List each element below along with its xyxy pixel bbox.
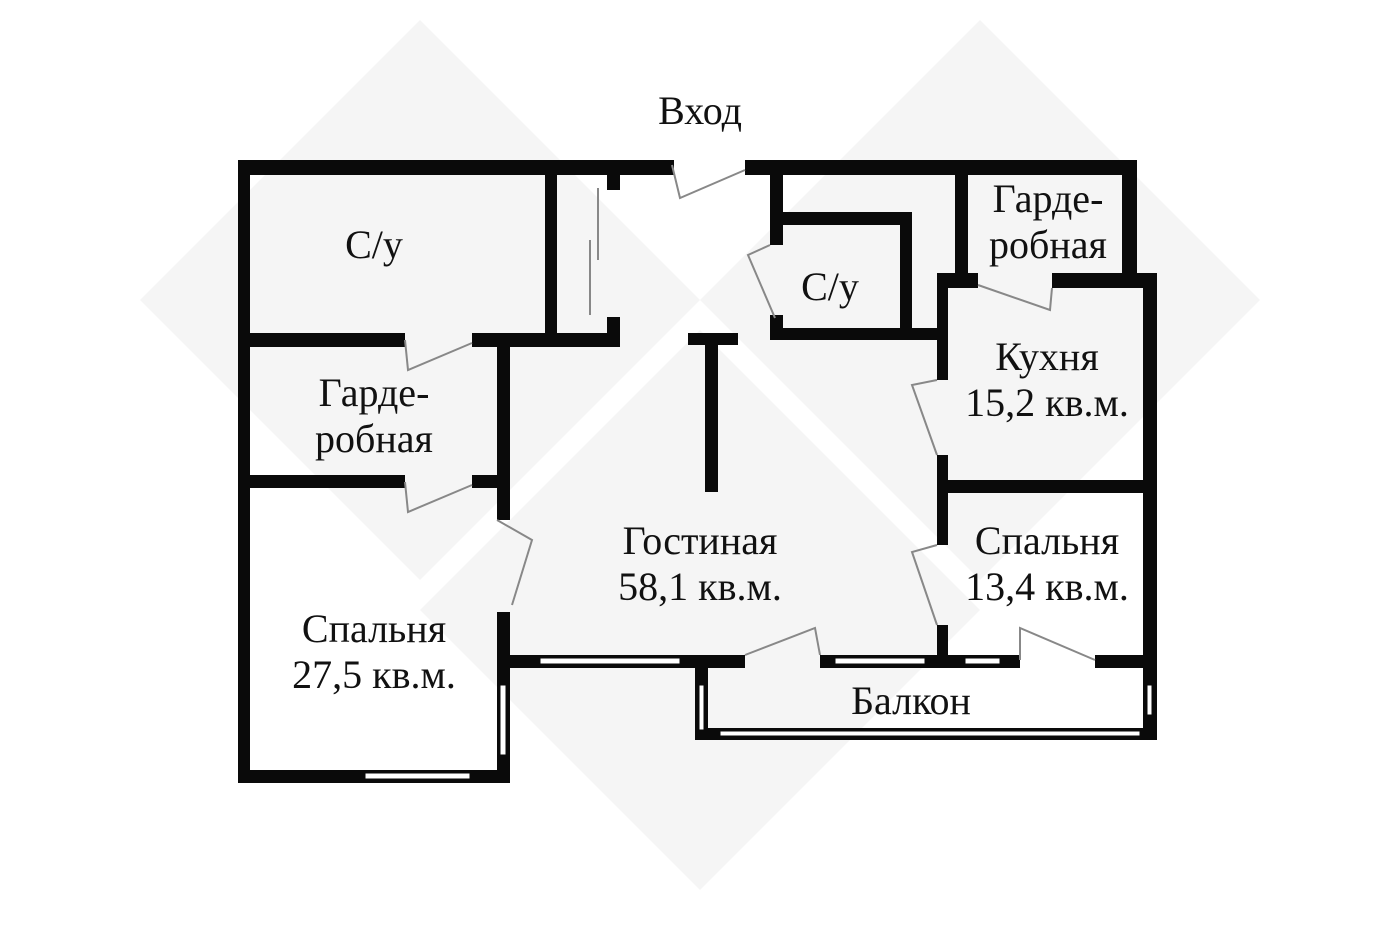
doors xyxy=(404,164,1096,661)
room-wc-left: С/у xyxy=(345,222,403,268)
windows xyxy=(364,657,1153,780)
room-name-line1: Гарде- xyxy=(992,176,1104,221)
room-name: С/у xyxy=(345,222,403,267)
room-wardrobe-left: Гарде- робная xyxy=(315,370,433,462)
room-name-line2: робная xyxy=(315,416,433,461)
room-bedroom-right: Спальня 13,4 кв.м. xyxy=(965,518,1129,610)
room-name-line2: робная xyxy=(989,222,1107,267)
window xyxy=(698,684,705,731)
room-wardrobe-right: Гарде- робная xyxy=(989,176,1107,268)
room-name: Гостиная xyxy=(622,518,778,563)
room-area: 58,1 кв.м. xyxy=(618,564,782,609)
room-kitchen: Кухня 15,2 кв.м. xyxy=(965,334,1129,426)
window xyxy=(719,730,1141,737)
room-name-line1: Гарде- xyxy=(318,370,430,415)
room-name: Спальня xyxy=(301,606,447,651)
window xyxy=(964,657,1001,665)
entrance-label: Вход xyxy=(658,88,742,133)
room-name: Кухня xyxy=(995,334,1099,379)
window xyxy=(1146,684,1153,716)
window xyxy=(364,772,471,780)
room-living: Гостиная 58,1 кв.м. xyxy=(618,518,782,610)
window xyxy=(539,657,681,665)
window xyxy=(499,684,507,756)
window xyxy=(834,657,926,665)
room-area: 27,5 кв.м. xyxy=(292,652,456,697)
room-bedroom-left: Спальня 27,5 кв.м. xyxy=(292,606,456,698)
room-balcony: Балкон xyxy=(851,678,971,724)
room-name: С/у xyxy=(801,264,859,309)
room-name: Балкон xyxy=(851,678,971,723)
room-wc-center: С/у xyxy=(801,264,859,310)
room-name: Спальня xyxy=(974,518,1120,563)
room-area: 15,2 кв.м. xyxy=(965,380,1129,425)
room-area: 13,4 кв.м. xyxy=(965,564,1129,609)
watermark xyxy=(140,20,1260,890)
